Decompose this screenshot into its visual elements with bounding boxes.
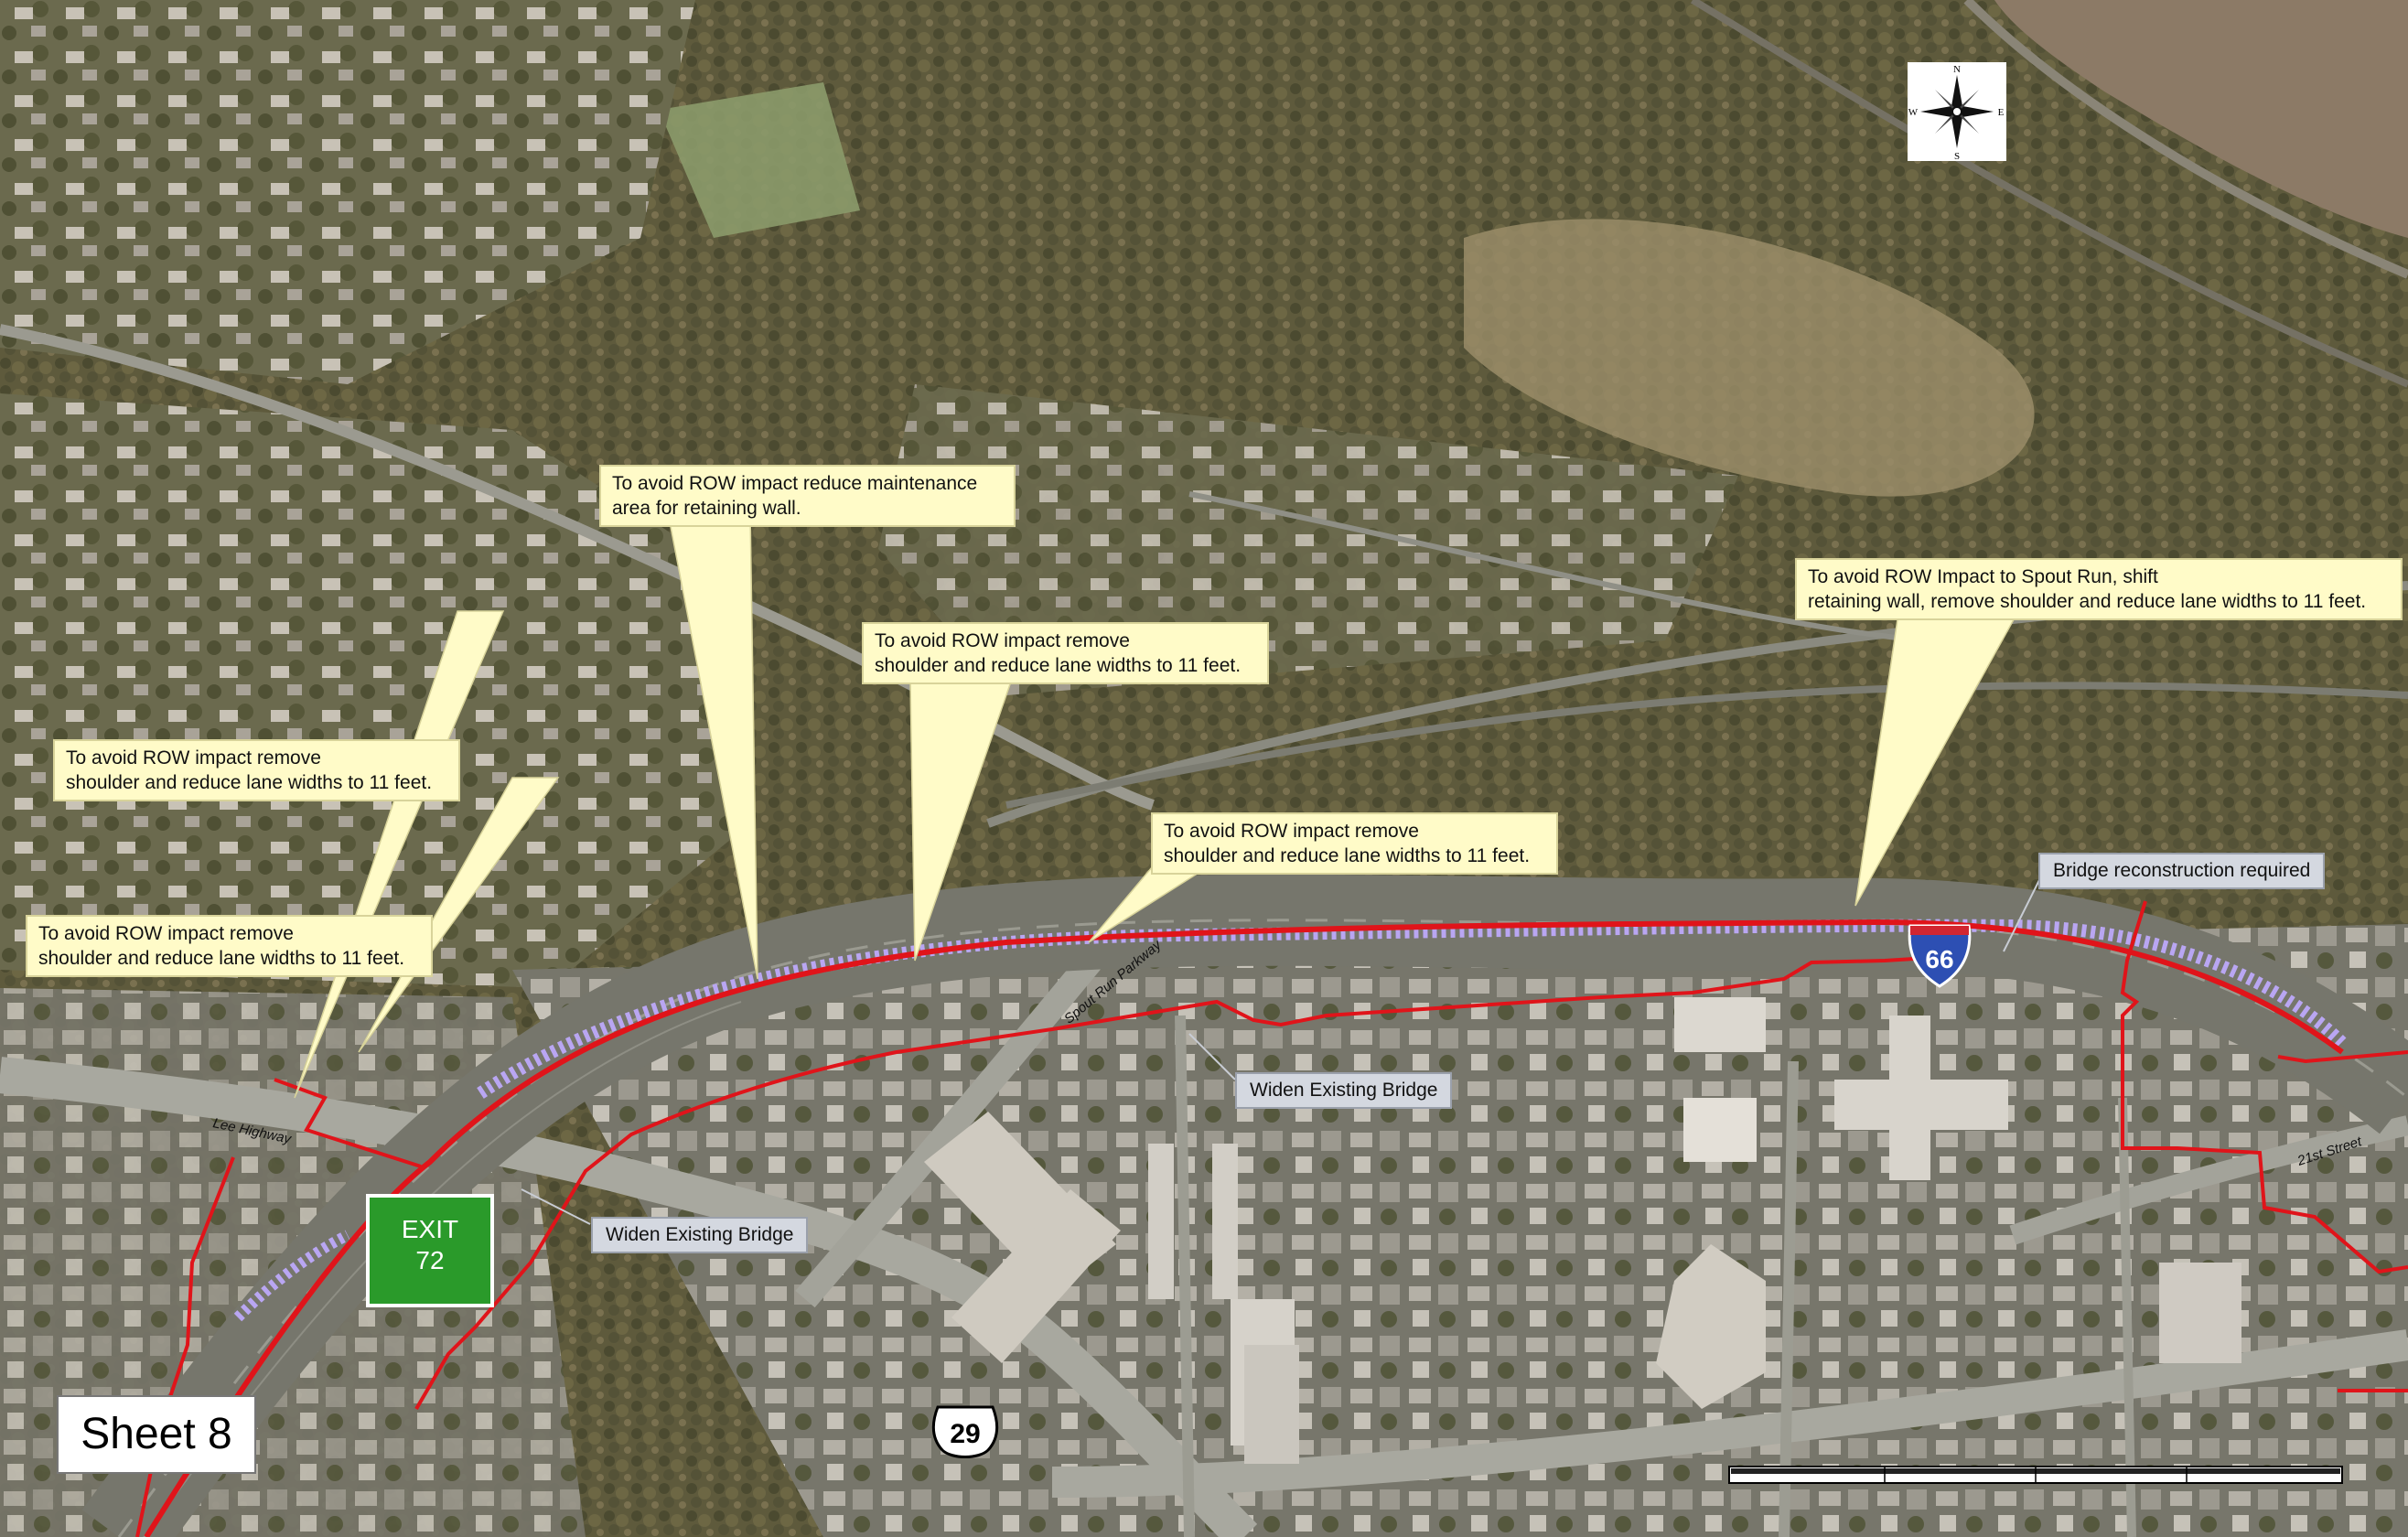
sheet-number-label: Sheet 8 [57, 1395, 256, 1474]
callout-center-upper-line-1: To avoid ROW impact remove [875, 630, 1130, 651]
callout-spout-run-line-2: retaining wall, remove shoulder and redu… [1808, 591, 2367, 612]
callout-left: To avoid ROW impact remove shoulder and … [53, 739, 460, 801]
callout-center-lower-line-2: shoulder and reduce lane widths to 11 fe… [1164, 845, 1531, 866]
widen-existing-bridge-label-2: Widen Existing Bridge [1235, 1072, 1453, 1109]
north-arrow: N S E W [1908, 62, 2006, 162]
callout-spout-run: To avoid ROW Impact to Spout Run, shift … [1795, 558, 2403, 620]
callout-center-lower: To avoid ROW impact remove shoulder and … [1151, 812, 1558, 875]
compass-rose-icon: N S E W [1908, 64, 2005, 162]
callout-far-left-line-1: To avoid ROW impact remove [38, 923, 294, 944]
scale-bar [1728, 1466, 2343, 1484]
bridge-reconstruction-label: Bridge reconstruction required [2038, 853, 2326, 889]
callout-left-line-2: shoulder and reduce lane widths to 11 fe… [66, 772, 433, 793]
compass-north: N [1953, 64, 1961, 75]
us-29-number: 29 [950, 1419, 980, 1449]
exit-72-sign: EXIT 72 [366, 1194, 494, 1307]
callout-maintenance-line-2: area for retaining wall. [612, 498, 801, 519]
callout-maintenance-line-1: To avoid ROW impact reduce maintenance [612, 473, 978, 494]
callout-center-lower-line-1: To avoid ROW impact remove [1164, 821, 1419, 842]
compass-south: S [1954, 151, 1960, 161]
callout-far-left-line-2: shoulder and reduce lane widths to 11 fe… [38, 948, 405, 969]
compass-west: W [1908, 107, 1919, 118]
widen-existing-bridge-label-1: Widen Existing Bridge [591, 1217, 809, 1253]
exit-sign-number: 72 [415, 1246, 445, 1274]
compass-east: E [1998, 107, 2005, 118]
callout-maintenance: To avoid ROW impact reduce maintenance a… [599, 465, 1016, 527]
callout-center-upper: To avoid ROW impact remove shoulder and … [862, 622, 1269, 684]
interstate-66-shield: 66 [1908, 924, 1972, 988]
callout-spout-run-line-1: To avoid ROW Impact to Spout Run, shift [1808, 566, 2158, 587]
callout-left-line-1: To avoid ROW impact remove [66, 747, 321, 768]
us-29-shield: 29 [931, 1405, 999, 1458]
interstate-66-number: 66 [1925, 945, 1953, 973]
callout-far-left: To avoid ROW impact remove shoulder and … [26, 915, 433, 977]
exit-sign-word: EXIT [401, 1215, 459, 1243]
callout-center-upper-line-2: shoulder and reduce lane widths to 11 fe… [875, 655, 1242, 676]
